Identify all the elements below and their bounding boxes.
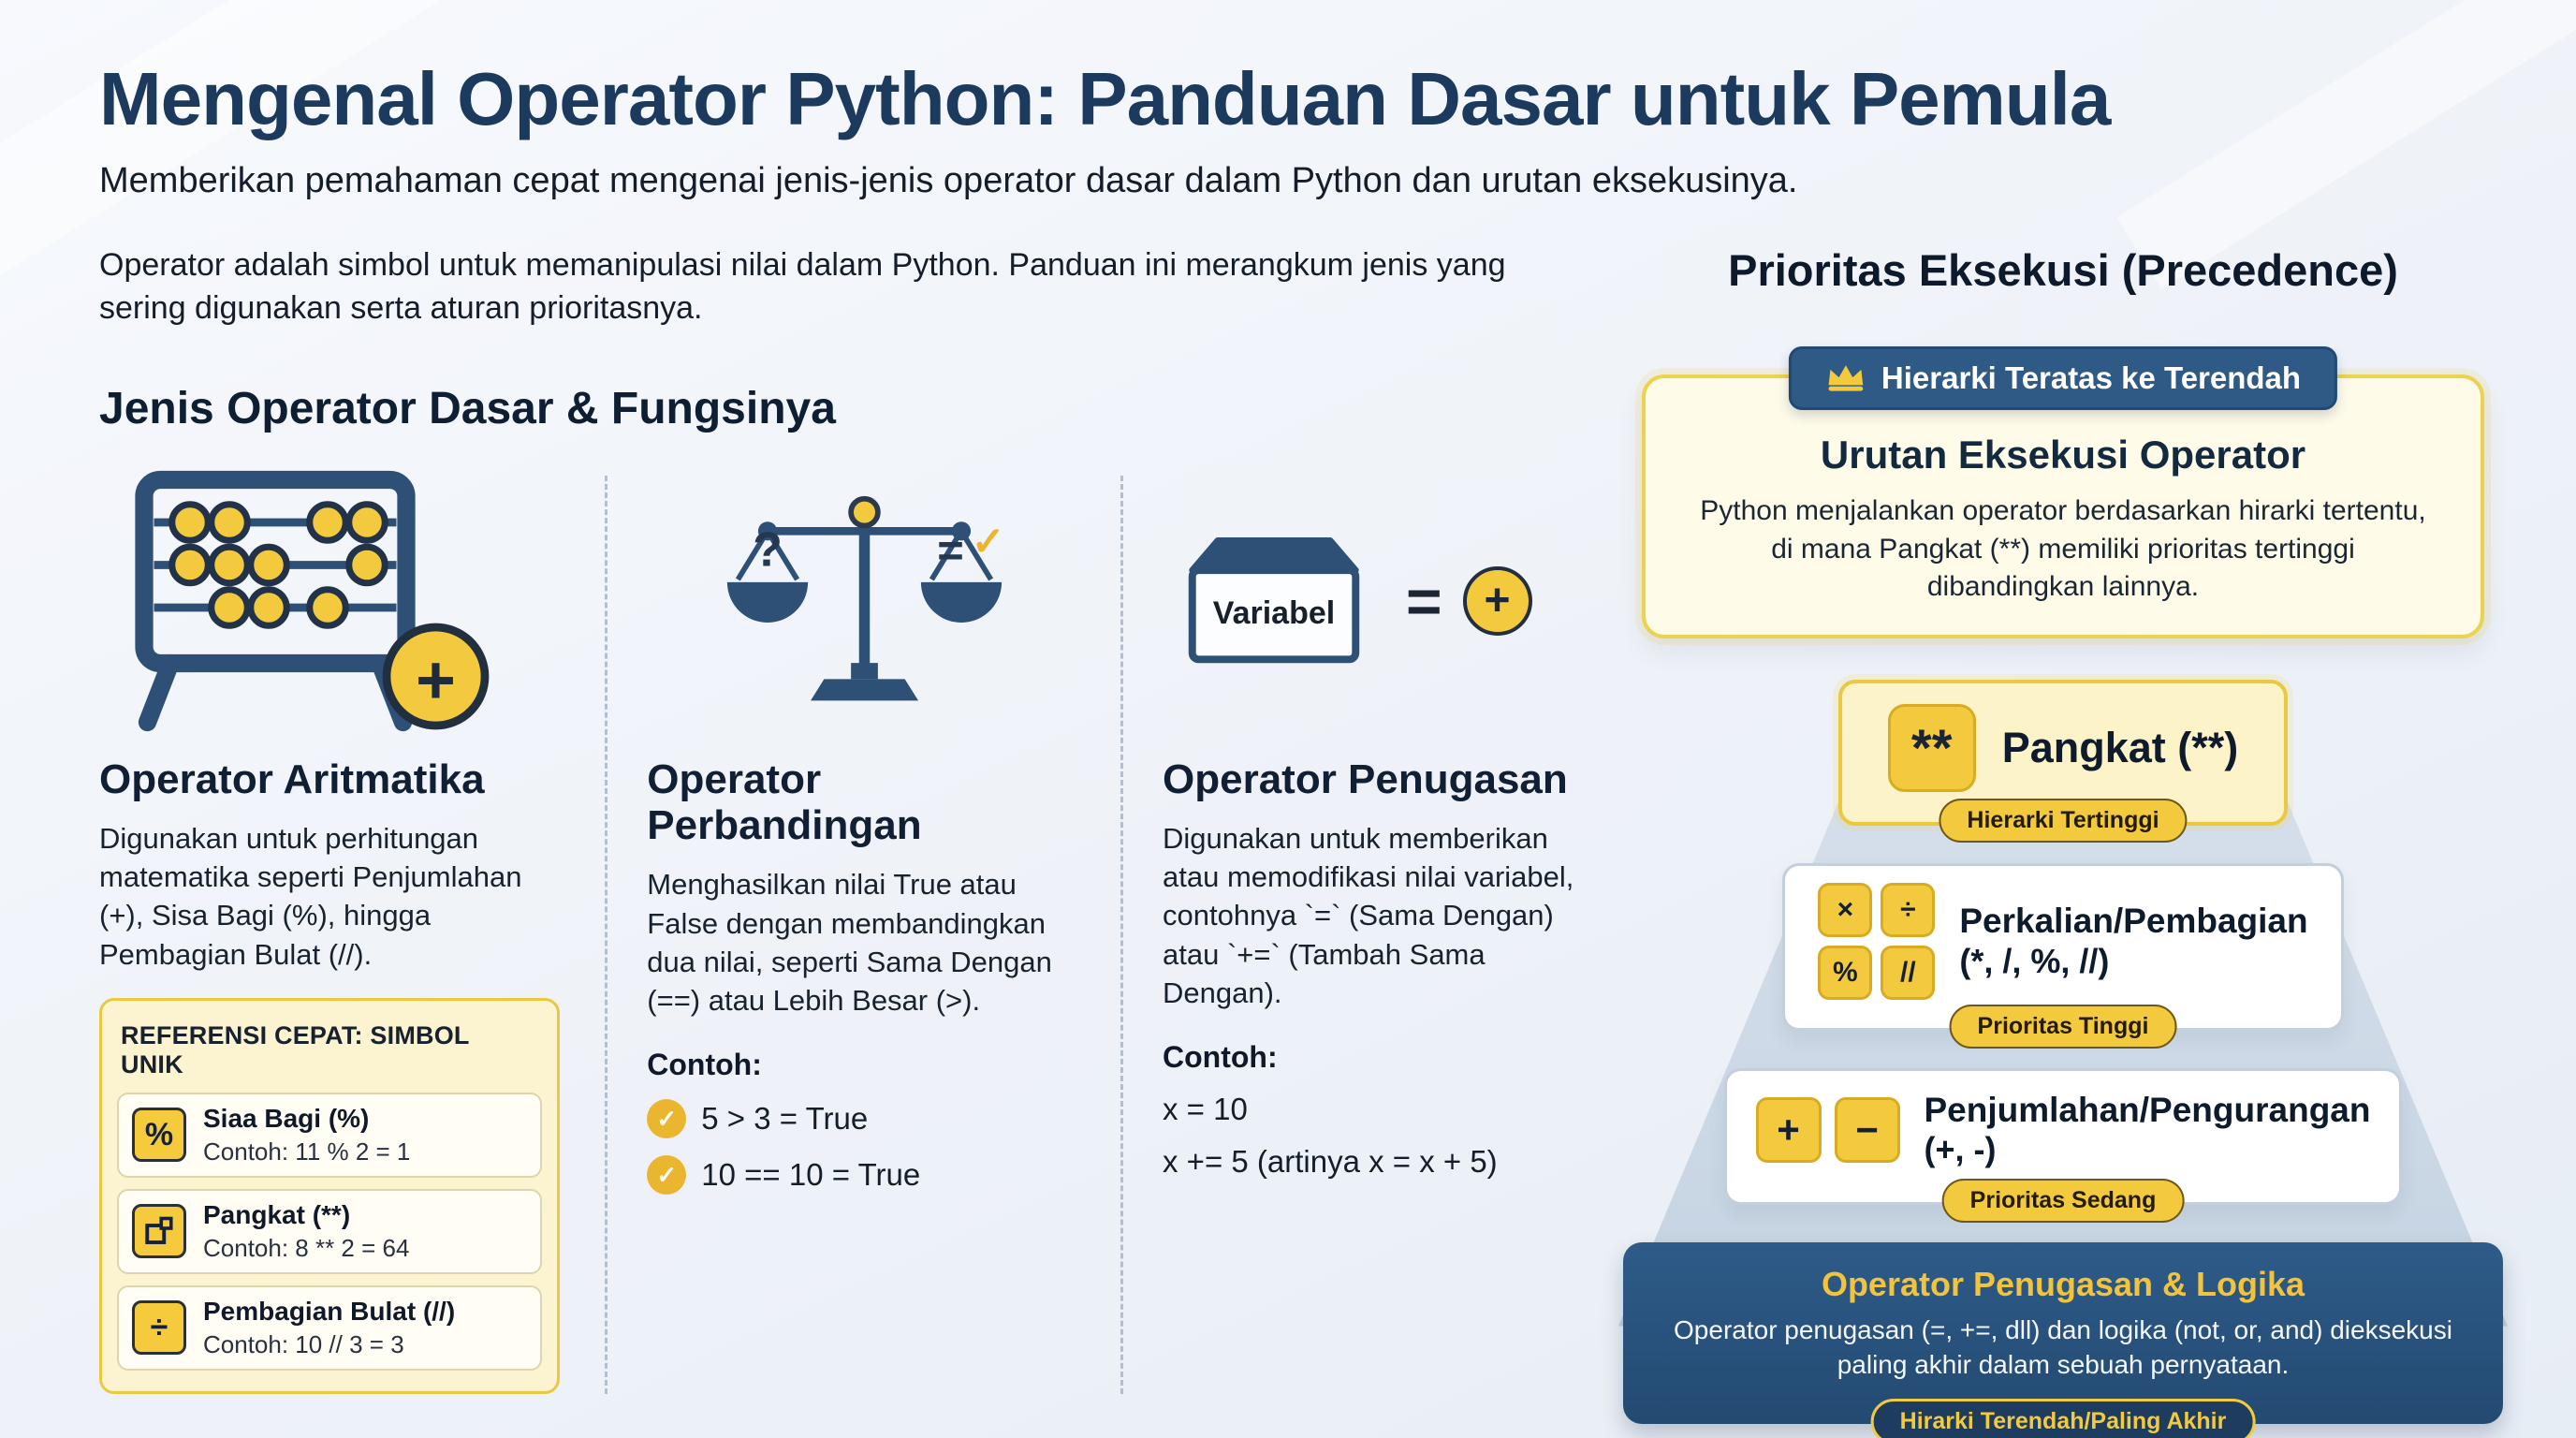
- reference-item-example: Contoh: 11 % 2 = 1: [203, 1137, 411, 1166]
- perbandingan-title: Operator Perbandingan: [647, 756, 922, 849]
- balance-scale-icon: ? = ✓: [726, 495, 1004, 701]
- level-3-label: Penjumlahan/Pengurangan: [1924, 1090, 2371, 1129]
- example-text: 5 > 3 = True: [701, 1101, 869, 1137]
- reference-heading: REFERENSI CEPAT: SIMBOL UNIK: [121, 1020, 470, 1078]
- execution-order-title: Urutan Eksekusi Operator: [1820, 433, 2306, 477]
- level-4-badge: Hirarki Terendah/Paling Akhir: [1870, 1398, 2256, 1438]
- hierarchy-banner-label: Hierarki Teratas ke Terendah: [1881, 360, 2302, 395]
- level-2-symbols: × ÷ % //: [1818, 882, 1936, 1000]
- hierarchy-banner: Hierarki Teratas ke Terendah: [1788, 346, 2338, 410]
- penugasan-title: Operator Penugasan: [1163, 756, 1568, 802]
- reference-item: ÷ Pembagian Bulat (//) Contoh: 10 // 3 =…: [117, 1284, 542, 1371]
- assignment-plus-icon: +: [1462, 565, 1532, 636]
- plus-symbol-icon: +: [1755, 1096, 1822, 1163]
- assignment-equals-glyph: =: [1406, 565, 1442, 636]
- perbandingan-example-label: Contoh:: [647, 1048, 762, 1082]
- precedence-section: Prioritas Eksekusi (Precedence) Hierarki…: [1616, 244, 2510, 1438]
- example-text: 10 == 10 = True: [701, 1157, 921, 1193]
- operators-section: Operator adalah simbol untuk memanipulas…: [99, 244, 1578, 1438]
- variable-box-label: Variabel: [1213, 595, 1335, 631]
- example-row: ✓ 5 > 3 = True: [647, 1099, 1081, 1139]
- abacus-icon: +: [135, 470, 490, 731]
- pyramid-level-2: × ÷ % // Perkalian/Pembagian (*, /, %, /…: [1782, 862, 2344, 1049]
- content: Operator adalah simbol untuk memanipulas…: [0, 201, 2576, 1438]
- reference-item-example: Contoh: 8 ** 2 = 64: [203, 1233, 410, 1262]
- power-symbol-icon: **: [1887, 703, 1976, 792]
- column-divider: [605, 475, 608, 1394]
- crown-icon: [1828, 365, 1864, 391]
- precedence-pyramid: ** Pangkat (**) Hierarki Tertinggi × ÷ %…: [1616, 679, 2510, 1438]
- precedence-heading: Prioritas Eksekusi (Precedence): [1728, 245, 2398, 295]
- operators-heading: Jenis Operator Dasar & Fungsinya: [99, 383, 836, 433]
- question-glyph: ?: [753, 521, 783, 576]
- aritmatika-description: Digunakan untuk perhitungan matematika s…: [99, 822, 522, 971]
- plus-glyph: +: [416, 640, 456, 718]
- minus-symbol-icon: −: [1834, 1096, 1900, 1163]
- aritmatika-title: Operator Aritmatika: [99, 756, 485, 802]
- reference-item: Pangkat (**) Contoh: 8 ** 2 = 64: [117, 1188, 542, 1274]
- power-square-glyph: [145, 1217, 173, 1245]
- percent-icon: %: [132, 1108, 186, 1163]
- equals-glyph: =: [937, 525, 964, 576]
- level-4-body: Operator penugasan (=, +=, dll) dan logi…: [1674, 1314, 2452, 1379]
- level-3-badge: Prioritas Sedang: [1941, 1178, 2185, 1223]
- reference-item-name: Siaa Bagi (%): [203, 1103, 370, 1133]
- floordiv-symbol-icon: //: [1881, 945, 1936, 1000]
- reference-item-name: Pangkat (**): [203, 1199, 351, 1229]
- perbandingan-icon-area: ? = ✓: [647, 470, 1081, 732]
- pyramid-level-3: + − Penjumlahan/Pengurangan (+, -) Prior…: [1724, 1067, 2402, 1223]
- penugasan-example-label: Contoh:: [1163, 1040, 1278, 1075]
- level-4-title: Operator Penugasan & Logika: [1821, 1264, 2305, 1303]
- page-title: Mengenal Operator Python: Panduan Dasar …: [99, 57, 2111, 140]
- penugasan-icon-area: Variabel = +: [1163, 470, 1578, 732]
- level-3-symbols: + −: [1755, 1096, 1900, 1163]
- level-2-badge: Prioritas Tinggi: [1949, 1004, 2177, 1049]
- column-penugasan: Variabel = + Operator Penugasan Digunaka…: [1163, 470, 1578, 1394]
- column-perbandingan: ? = ✓ Operator Perbandingan Menghasilkan…: [647, 470, 1081, 1394]
- intro-text: Operator adalah simbol untuk memanipulas…: [99, 247, 1506, 326]
- aritmatika-icon-area: +: [99, 470, 565, 732]
- check-glyph: ✓: [971, 520, 1004, 565]
- check-circle-icon: ✓: [647, 1099, 687, 1139]
- column-divider: [1120, 475, 1123, 1394]
- execution-order-card: Hierarki Teratas ke Terendah Urutan Ekse…: [1642, 346, 2484, 638]
- header: Mengenal Operator Python: Panduan Dasar …: [0, 0, 2576, 201]
- example-text: x += 5 (artinya x = x + 5): [1163, 1144, 1498, 1180]
- power-square-icon: [132, 1204, 186, 1259]
- level-1-label: Pangkat (**): [2001, 723, 2239, 771]
- level-3-sublabel: (+, -): [1924, 1130, 1997, 1169]
- divide-symbol-icon: ÷: [1881, 882, 1936, 937]
- example-row: ✓ 10 == 10 = True: [647, 1155, 1081, 1196]
- reference-item-name: Pembagian Bulat (//): [203, 1296, 456, 1326]
- level-2-sublabel: (*, /, %, //): [1959, 941, 2110, 980]
- reference-item: % Siaa Bagi (%) Contoh: 11 % 2 = 1: [117, 1092, 542, 1178]
- reference-item-example: Contoh: 10 // 3 = 3: [203, 1329, 404, 1358]
- divide-icon: ÷: [132, 1300, 186, 1356]
- penugasan-description: Digunakan untuk memberikan atau memodifi…: [1163, 822, 1574, 1009]
- execution-order-body: Python menjalankan operator berdasarkan …: [1700, 495, 2426, 602]
- example-text: x = 10: [1163, 1092, 1248, 1127]
- variable-box-icon: Variabel: [1188, 536, 1360, 664]
- operator-columns: + Operator Aritmatika Digunakan untuk pe…: [99, 470, 1578, 1394]
- pyramid-level-1: ** Pangkat (**) Hierarki Tertinggi: [1838, 679, 2288, 843]
- column-aritmatika: + Operator Aritmatika Digunakan untuk pe…: [99, 470, 565, 1394]
- page-subtitle: Memberikan pemahaman cepat mengenai jeni…: [99, 161, 1798, 200]
- quick-reference-card: REFERENSI CEPAT: SIMBOL UNIK % Siaa Bagi…: [99, 997, 560, 1394]
- perbandingan-description: Menghasilkan nilai True atau False denga…: [647, 868, 1052, 1017]
- level-2-label: Perkalian/Pembagian: [1959, 901, 2308, 940]
- pyramid-level-4: Operator Penugasan & Logika Operator pen…: [1623, 1241, 2503, 1438]
- check-circle-icon: ✓: [647, 1155, 687, 1196]
- modulo-symbol-icon: %: [1818, 945, 1873, 1000]
- level-1-badge: Hierarki Tertinggi: [1939, 798, 2188, 843]
- multiply-symbol-icon: ×: [1818, 882, 1873, 937]
